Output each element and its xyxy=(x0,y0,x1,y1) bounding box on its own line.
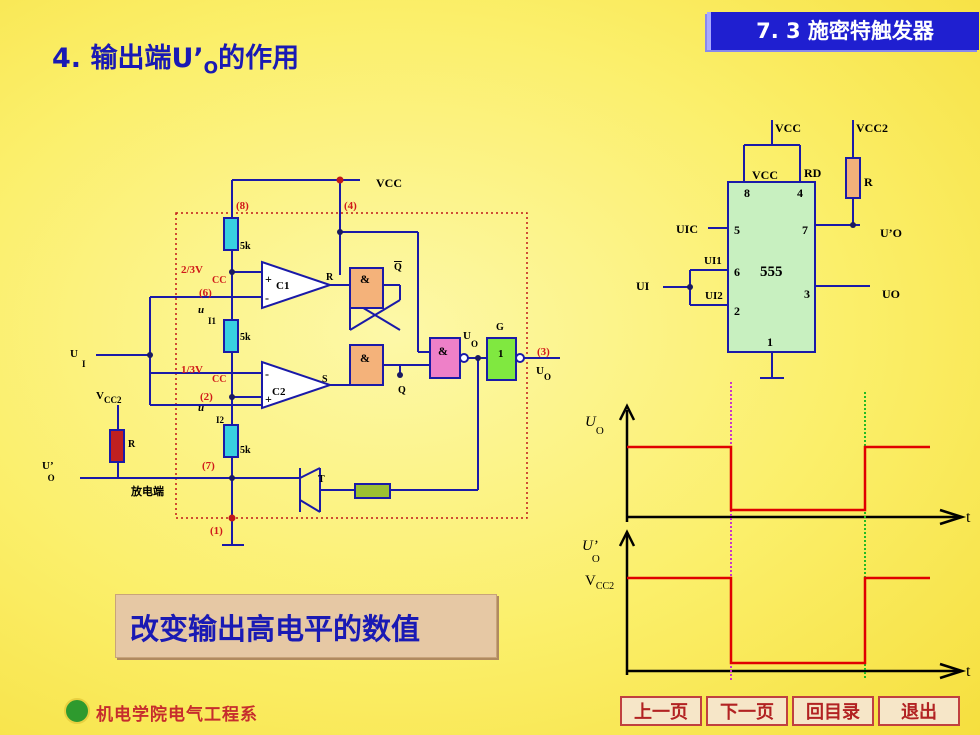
r3-value: 5k xyxy=(240,445,251,456)
next-page-button[interactable]: 下一页 xyxy=(706,696,788,726)
pin1-num: 1 xyxy=(767,335,773,349)
nand-gate-1 xyxy=(349,267,384,309)
discharge-label: 放电端 xyxy=(130,484,164,498)
r2-value: 5k xyxy=(240,332,251,343)
pin2-marker: (2) xyxy=(200,391,213,403)
resistor-r-ext xyxy=(109,429,125,463)
uo-prime-label: U’O xyxy=(42,460,55,483)
wave-uo-prime-label: U’O xyxy=(582,538,600,565)
pin8-vcc-label: VCC xyxy=(752,168,778,182)
pin8-num: 8 xyxy=(744,186,750,200)
ui1-label: UI1 xyxy=(704,255,722,267)
pin4-marker: (4) xyxy=(344,200,357,212)
c1-plus: + xyxy=(265,272,272,286)
pin7-num: 7 xyxy=(802,223,808,237)
heading-subscript: O xyxy=(203,58,219,79)
pin3-num: 3 xyxy=(804,287,810,301)
section-title: 7. 3 施密特触发器 xyxy=(707,12,979,50)
nand2-symbol: & xyxy=(360,351,370,365)
prev-page-button[interactable]: 上一页 xyxy=(620,696,702,726)
vcc2-label: VCC2 xyxy=(96,390,122,405)
vcc-label: VCC xyxy=(376,176,402,190)
comparator-c1 xyxy=(261,260,334,310)
heading-prefix: 4. 输出端U’ xyxy=(52,43,204,74)
chip-name: 555 xyxy=(760,264,783,280)
pin8-marker: (8) xyxy=(236,200,249,212)
resistor-r3 xyxy=(223,424,239,458)
note-text: 改变输出高电平的数值 xyxy=(130,612,421,646)
uo-waveform xyxy=(627,445,930,512)
uo-output: UO xyxy=(882,287,900,301)
c1-minus: - xyxy=(265,291,269,305)
base-resistor xyxy=(354,483,391,499)
uo-out-label: UO xyxy=(536,365,551,382)
nand3-symbol: & xyxy=(438,344,448,358)
pin6-marker: (6) xyxy=(199,287,212,299)
time-axis-1: t xyxy=(966,509,971,526)
nand-gate-2 xyxy=(349,344,384,386)
chip-boundary xyxy=(175,212,528,519)
heading-suffix: 的作用 xyxy=(218,43,300,74)
note-box xyxy=(115,594,497,658)
q-bar-label: Q xyxy=(394,262,402,273)
cc2-label: CC xyxy=(212,374,226,385)
uo-prime-waveform xyxy=(627,576,930,665)
nand-gate-3 xyxy=(429,337,461,379)
inverter-symbol: 1 xyxy=(498,348,504,360)
ui2-sub: I2 xyxy=(216,415,225,425)
comparator-c2 xyxy=(261,360,334,410)
page-heading: 4. 输出端U’O的作用 xyxy=(52,36,299,78)
ui1-u: u xyxy=(198,304,204,316)
r1-value: 5k xyxy=(240,241,251,252)
g-label: G xyxy=(496,322,504,333)
wave-uo-label: UO xyxy=(585,414,604,437)
ext-vcc-label: VCC xyxy=(775,121,801,135)
r-ext-label: R xyxy=(128,439,136,450)
c2-plus: + xyxy=(265,392,272,406)
r-input: R xyxy=(326,272,334,283)
r-555-label: R xyxy=(864,175,873,189)
toc-button[interactable]: 回目录 xyxy=(792,696,874,726)
c1-label: C1 xyxy=(276,280,289,292)
s-input: S xyxy=(322,374,328,385)
ext-vcc2-label: VCC2 xyxy=(856,121,888,135)
uic-label: UIC xyxy=(676,222,698,236)
c2-minus: - xyxy=(265,367,269,381)
ui-label: UI xyxy=(70,348,86,369)
q-label: Q xyxy=(398,385,406,396)
pin7-marker: (7) xyxy=(202,460,215,472)
pin4-num: 4 xyxy=(797,186,803,200)
cc1-label: CC xyxy=(212,275,226,286)
ui2-label: UI2 xyxy=(705,290,723,302)
time-axis-2: t xyxy=(966,663,971,680)
chip-555 xyxy=(727,181,816,353)
uo-prime-output: U’O xyxy=(880,226,902,240)
pin6-num: 6 xyxy=(734,265,740,279)
wave-vcc2-label: VCC2 xyxy=(585,573,614,592)
pin2-num: 2 xyxy=(734,304,740,318)
v23-label: 2/3V xyxy=(181,264,203,276)
nand1-symbol: & xyxy=(360,272,370,286)
pin3-marker: (3) xyxy=(537,346,550,358)
pin5-num: 5 xyxy=(734,223,740,237)
t-label: T xyxy=(318,474,325,485)
uo-bar-label: UO xyxy=(463,330,478,349)
ui-input-label: UI xyxy=(636,279,650,293)
rd-label: RD xyxy=(804,166,822,180)
pin1-marker: (1) xyxy=(210,525,223,537)
resistor-r1 xyxy=(223,217,239,251)
exit-button[interactable]: 退出 xyxy=(878,696,960,726)
c2-label: C2 xyxy=(272,386,286,398)
department-logo-icon xyxy=(64,698,90,724)
resistor-r2 xyxy=(223,319,239,353)
v13-label: 1/3V xyxy=(181,364,203,376)
ui2-u: u xyxy=(198,402,204,414)
department-name: 机电学院电气工程系 xyxy=(96,705,258,725)
resistor-r-555 xyxy=(845,157,861,199)
ui1-sub: I1 xyxy=(208,316,217,326)
